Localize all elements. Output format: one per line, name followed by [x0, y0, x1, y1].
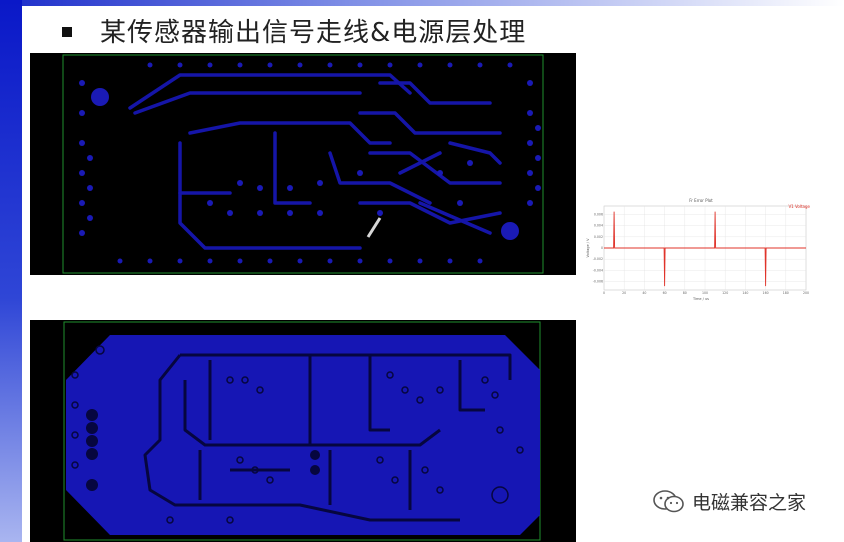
- plot-x-tick-label: 120: [722, 291, 728, 295]
- plot-y-tick-label: 0.002: [594, 235, 603, 239]
- plot-y-tick-label: -0.006: [593, 280, 603, 284]
- plot-x-tick-label: 40: [642, 291, 646, 295]
- pcb-power-plane-drawing: [63, 321, 541, 541]
- plot-legend-label: V1 Voltage: [788, 204, 810, 209]
- plot-title: Fr Error Plot: [689, 198, 713, 203]
- plot-canvas: 0 20 40 60 80 100 120 140 160 180 200 0.006 0.004 0.0…: [586, 198, 811, 301]
- wechat-icon: [653, 489, 684, 512]
- plot-x-tick-label: 140: [742, 291, 748, 295]
- plot-y-tick-label: 0: [601, 246, 603, 250]
- slide-title: 某传感器输出信号走线&电源层处理: [100, 18, 527, 48]
- title-bullet: [62, 27, 72, 37]
- plot-x-tick-label: 60: [663, 291, 667, 295]
- watermark-text: 电磁兼容之家: [692, 492, 807, 514]
- plot-y-axis-label: Voltage / V: [586, 238, 590, 258]
- plot-x-tick-label: 80: [683, 291, 687, 295]
- plot-x-tick-label: 200: [803, 291, 809, 295]
- slide-top-accent-strip: [22, 0, 844, 6]
- pcb-power-plane-layer: [30, 320, 576, 542]
- plot-x-tick-label: 180: [783, 291, 789, 295]
- slide-left-accent-bar: [0, 0, 22, 542]
- impulse-waveform-plot: 0 20 40 60 80 100 120 140 160 180 200 0.006 0.004 0.0…: [586, 196, 811, 301]
- plot-y-tick-label: -0.004: [593, 268, 603, 272]
- plot-x-tick-label: 0: [603, 291, 605, 295]
- plot-y-tick-label: 0.006: [594, 212, 603, 216]
- plot-y-tick-label: -0.002: [593, 257, 603, 261]
- pcb-signal-trace-drawing: [62, 54, 544, 274]
- plot-x-tick-label: 160: [763, 291, 769, 295]
- plot-y-tick-label: 0.004: [594, 224, 603, 228]
- pcb-signal-trace-layer: [30, 53, 576, 275]
- plot-series-line: [604, 211, 806, 287]
- plot-x-axis-label: Time / us: [692, 297, 709, 301]
- plot-x-tick-label: 100: [702, 291, 708, 295]
- plot-x-tick-label: 20: [622, 291, 626, 295]
- watermark: 电磁兼容之家: [652, 488, 806, 515]
